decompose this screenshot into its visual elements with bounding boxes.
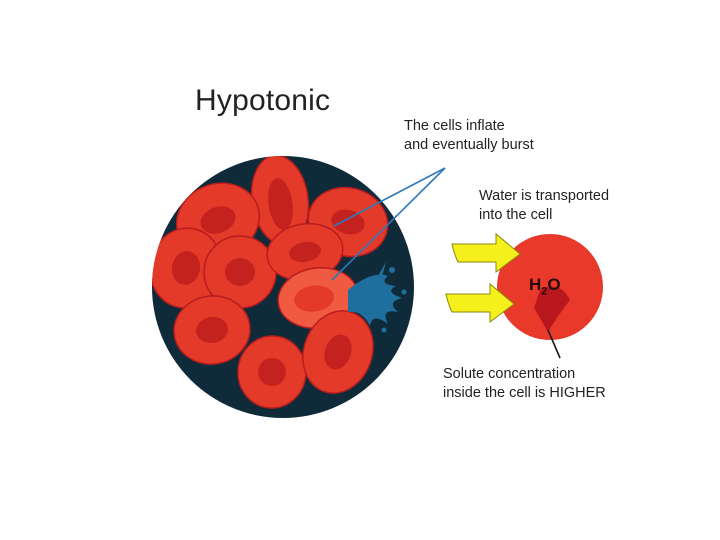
red-blood-cell-icon: [173, 295, 251, 365]
burst-label: The cells inflate and eventually burst: [404, 117, 534, 155]
h2o-sub: 2: [541, 285, 548, 298]
red-blood-cell-cluster: [152, 156, 389, 409]
diagram-title: Hypotonic: [195, 84, 331, 117]
water-label: Water is transported into the cell: [479, 187, 609, 225]
burst-label-line1: The cells inflate: [404, 118, 505, 134]
water-label-line2: into the cell: [479, 207, 553, 223]
red-blood-cell-icon: [266, 222, 344, 282]
h2o-tail: O: [547, 275, 561, 294]
solute-pointer-line: [547, 329, 561, 359]
h2o-main: H: [529, 275, 542, 294]
pointer-lines: [331, 167, 446, 281]
burst-label-line2: and eventually burst: [404, 137, 534, 153]
solute-label-line2: inside the cell is HIGHER: [443, 385, 606, 401]
solute-label-line1: Solute concentration: [443, 366, 576, 382]
red-blood-cell-icon: [302, 310, 374, 394]
water-arrow-icon: [451, 232, 521, 273]
water-label-line1: Water is transported: [479, 188, 610, 204]
single-cell-icon: [497, 234, 603, 340]
h2o-label: H2O: [529, 275, 561, 297]
solute-label: Solute concentration inside the cell is …: [443, 365, 606, 403]
water-arrow-icon: [445, 282, 515, 323]
burst-splash-icon: [348, 262, 407, 333]
